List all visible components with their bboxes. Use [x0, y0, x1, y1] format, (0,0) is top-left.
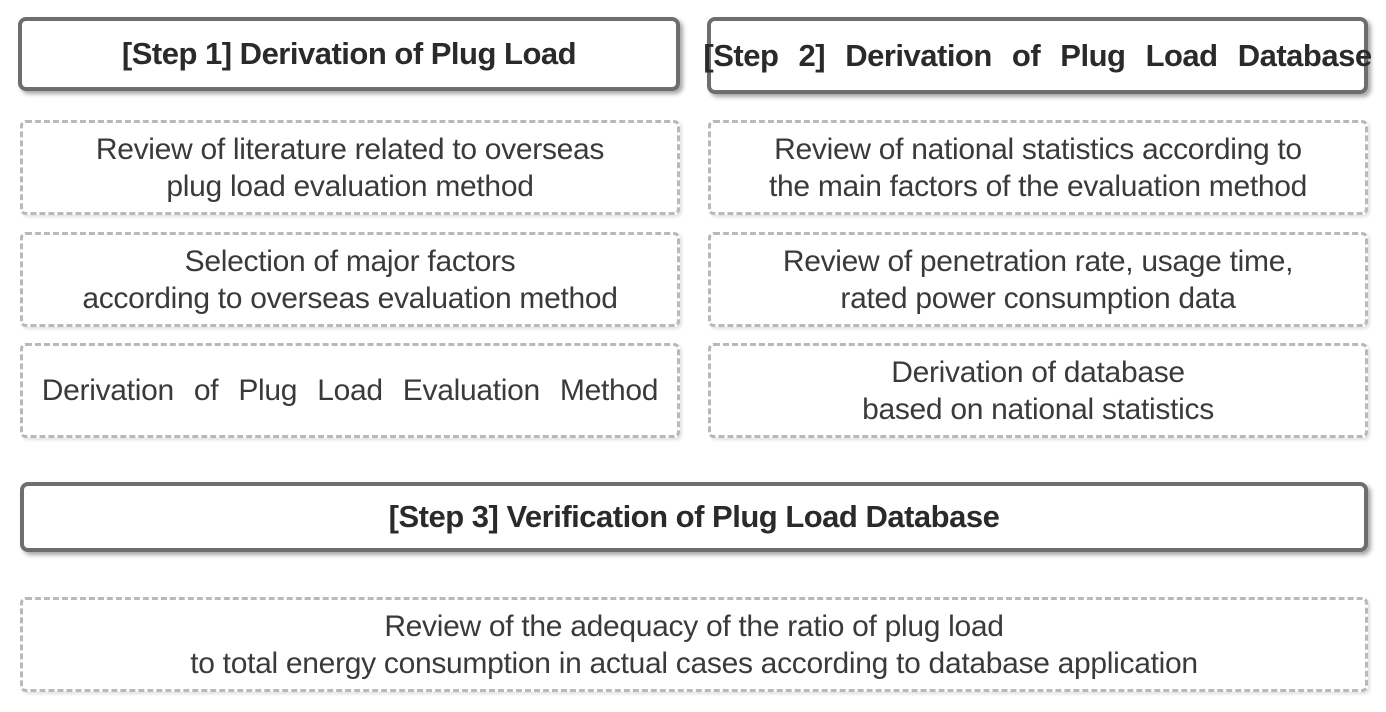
- step-2-task-3: Derivation of database based on national…: [708, 343, 1368, 438]
- task-text-line: based on national statistics: [862, 392, 1214, 426]
- step-1-title: [Step 1] Derivation of Plug Load: [121, 36, 577, 71]
- step-2-task-2: Review of penetration rate, usage time, …: [708, 232, 1368, 327]
- step-3-header: [Step 3] Verification of Plug Load Datab…: [20, 482, 1368, 552]
- task-text-line: Selection of major factors: [184, 244, 516, 278]
- step-3-task-1: Review of the adequacy of the ratio of p…: [20, 597, 1368, 692]
- step-2-title: [Step 2] Derivation of Plug Load Databas…: [703, 37, 1372, 73]
- step-1-task-1: Review of literature related to overseas…: [20, 120, 680, 215]
- task-text-line: to total energy consumption in actual ca…: [190, 646, 1198, 680]
- step-2-task-1: Review of national statistics according …: [708, 120, 1368, 215]
- task-text-line: Review of literature related to overseas: [95, 132, 605, 166]
- task-text-line: rated power consumption data: [840, 281, 1236, 315]
- task-text-line: Derivation of database: [891, 355, 1185, 389]
- step-2-header: [Step 2] Derivation of Plug Load Databas…: [703, 17, 1372, 94]
- task-text-line: Review of penetration rate, usage time,: [782, 244, 1294, 278]
- task-text-line: Derivation of Plug Load Evaluation Metho…: [41, 374, 659, 407]
- task-text-line: Review of national statistics according …: [774, 132, 1302, 166]
- step-1-task-2: Selection of major factors according to …: [20, 232, 680, 327]
- task-text-line: the main factors of the evaluation metho…: [768, 169, 1308, 203]
- task-text-line: Review of the adequacy of the ratio of p…: [384, 609, 1004, 643]
- step-3-title: [Step 3] Verification of Plug Load Datab…: [388, 499, 1000, 534]
- step-1-header: [Step 1] Derivation of Plug Load: [18, 17, 680, 91]
- step-1-task-3: Derivation of Plug Load Evaluation Metho…: [20, 343, 680, 438]
- task-text-line: according to overseas evaluation method: [82, 281, 618, 315]
- task-text-line: plug load evaluation method: [166, 169, 534, 203]
